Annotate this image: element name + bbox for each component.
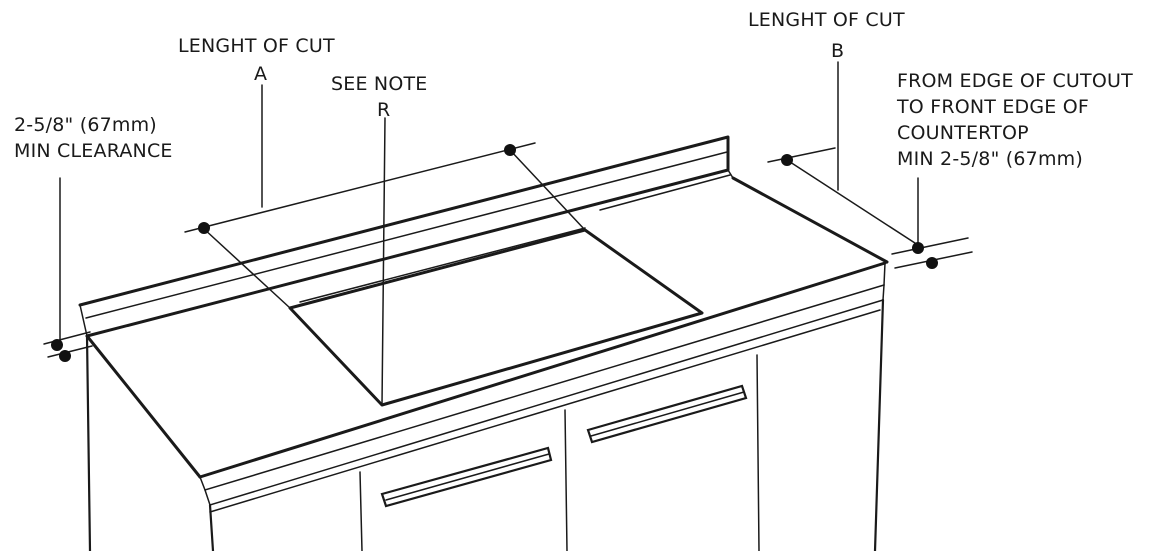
front-edge-line-4: MIN 2-5/8" (67mm) xyxy=(897,148,1083,170)
clearance-line-2: MIN CLEARANCE xyxy=(14,140,173,162)
letter-r-label: R xyxy=(377,99,391,121)
cabinet-body xyxy=(85,298,885,553)
letter-b-label: B xyxy=(831,40,845,62)
cutout xyxy=(288,227,704,407)
letter-a-label: A xyxy=(254,63,268,85)
front-edge-line-1: FROM EDGE OF CUTOUT xyxy=(897,70,1133,92)
countertop xyxy=(85,174,889,506)
dimension-a xyxy=(184,84,586,309)
clearance-line-1: 2-5/8" (67mm) xyxy=(14,114,157,136)
dimension-left-clearance xyxy=(43,177,93,362)
dimension-b xyxy=(767,61,919,246)
door-handles xyxy=(380,384,748,508)
length-b-label: LENGHT OF CUT xyxy=(748,9,905,31)
see-note-label: SEE NOTE xyxy=(331,73,428,95)
dimension-front-edge xyxy=(891,177,973,269)
backsplash xyxy=(78,135,734,338)
front-edge-line-3: COUNTERTOP xyxy=(897,122,1029,144)
length-a-label: LENGHT OF CUT xyxy=(178,35,335,57)
front-edge-line-2: TO FRONT EDGE OF xyxy=(897,96,1090,118)
note-r-leader xyxy=(381,117,386,406)
